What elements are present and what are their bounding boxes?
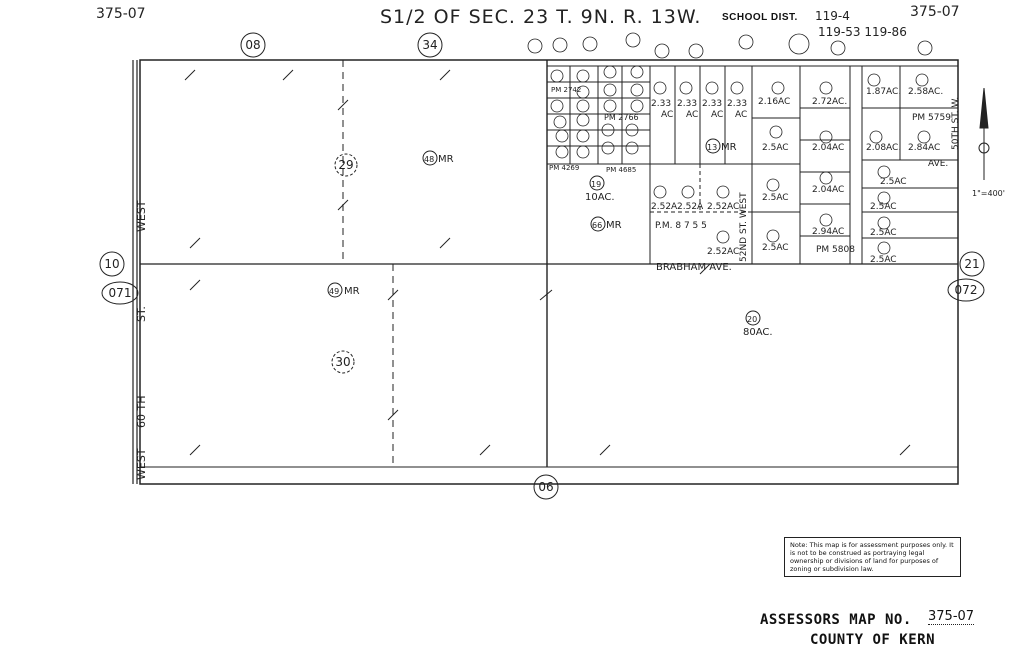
adjoining-map-06: 06 [538,480,553,494]
parcel-61-area: 2.33 [727,99,747,109]
parcel-60-ac: AC [711,110,723,120]
parcel-13: 13 [707,143,717,152]
parcel-58-area: 2.33 [677,99,697,109]
parcel-63-area: 2.52AC [707,202,739,212]
pm-8755: P.M. 8 7 5 5 [655,221,707,231]
ave-label: AVE. [928,159,948,169]
school-district-line1: 119-4 [815,9,850,23]
parcel-56-area: 2.84AC [908,143,940,153]
assessors-map-number: 375-07 [928,609,975,625]
parcel-57-ac: AC [661,110,673,120]
pm-4685: PM 4685 [606,166,636,174]
parcel-20: 20 [747,315,757,324]
parcel-57-area: 2.33 [651,99,671,109]
parcel-50-area: 2.04AC [812,143,844,153]
parcel-60-area: 2.33 [702,99,722,109]
disclaimer-note: Note: This map is for assessment purpose… [784,537,961,577]
street-brabham: BRABHAM AVE. [656,262,732,273]
parcel-52-area: 2.94AC [812,227,844,237]
parcel-41-area: 2.5AC [880,177,907,187]
parcel-44-area: 2.5AC [870,255,897,265]
adjoining-map-34: 34 [422,38,437,52]
parcel-13-label: MR [721,142,737,153]
parcel-54-area: 2.58AC. [908,87,943,97]
school-district-label: SCHOOL DIST. [722,12,798,23]
adjoining-map-21: 21 [964,257,979,271]
pm-4269: PM 4269 [549,164,579,172]
parcel-49-label: MR [344,286,360,297]
parcel-48: 48 [424,155,434,164]
parcel-29: 29 [338,158,353,172]
adjoining-map-072: 072 [955,283,978,297]
scale-label: 1"=400' [972,189,1005,198]
street-50th: 50TH ST. W. [951,97,961,150]
street-west-d: WEST [135,448,148,480]
parcel-51-area: 2.04AC [812,185,844,195]
street-52nd: 52ND ST. WEST [739,192,749,262]
pm-5759: PM 5759 [912,113,951,123]
pm-2742: PM 2742 [551,86,581,94]
parcel-43-area: 2.5AC [870,228,897,238]
street-west-a: WEST [135,200,148,232]
parcel-30: 30 [335,355,350,369]
map-title: S1/2 OF SEC. 23 T. 9N. R. 13W. [380,6,702,28]
parcel-29b-area: 2.5AC [762,143,789,153]
adjoining-map-071: 071 [109,286,132,300]
parcel-62-area: 2.52A [651,202,678,212]
parcel-19-area: 10AC. [585,192,615,203]
adjoining-map-10: 10 [104,257,119,271]
pm-2766: PM 2766 [604,113,639,122]
adjoining-map-08: 08 [245,38,260,52]
parcel-28-area: 2.16AC [758,97,790,107]
corner-map-number-right: 375-07 [910,4,960,20]
pm-5808: PM 5808 [816,245,855,255]
parcel-49: 49 [329,287,339,296]
assessors-map-label: ASSESSORS MAP NO. [760,612,912,628]
school-district-line2: 119-53 119-86 [818,25,907,39]
parcel-61-ac: AC [735,110,747,120]
parcel-66-label: MR [606,220,622,231]
street-west-b: ST. [135,306,148,322]
parcel-64-area: 2.52A [677,202,704,212]
corner-map-number-left: 375-07 [96,6,146,22]
street-60th: 60 TH [135,396,148,428]
parcel-58-ac: AC [686,110,698,120]
county-label: COUNTY OF KERN [810,632,936,648]
parcel-65-area: 2.52AC [707,247,739,257]
parcel-20-area: 80AC. [743,327,773,338]
parcel-30b-area: 2.5AC [762,193,789,203]
parcel-49b-area: 2.72AC. [812,97,847,107]
parcel-55-area: 2.08AC. [866,143,901,153]
section-boundary [139,59,959,485]
parcel-48-label: MR [438,154,454,165]
parcel-42-area: 2.5AC [870,202,897,212]
parcel-66: 66 [592,221,602,230]
north-arrow-icon [978,87,990,180]
parcel-31-area: 2.5AC [762,243,789,253]
parcel-19: 19 [591,180,601,189]
parcel-53-area: 1.87AC. [866,87,901,97]
